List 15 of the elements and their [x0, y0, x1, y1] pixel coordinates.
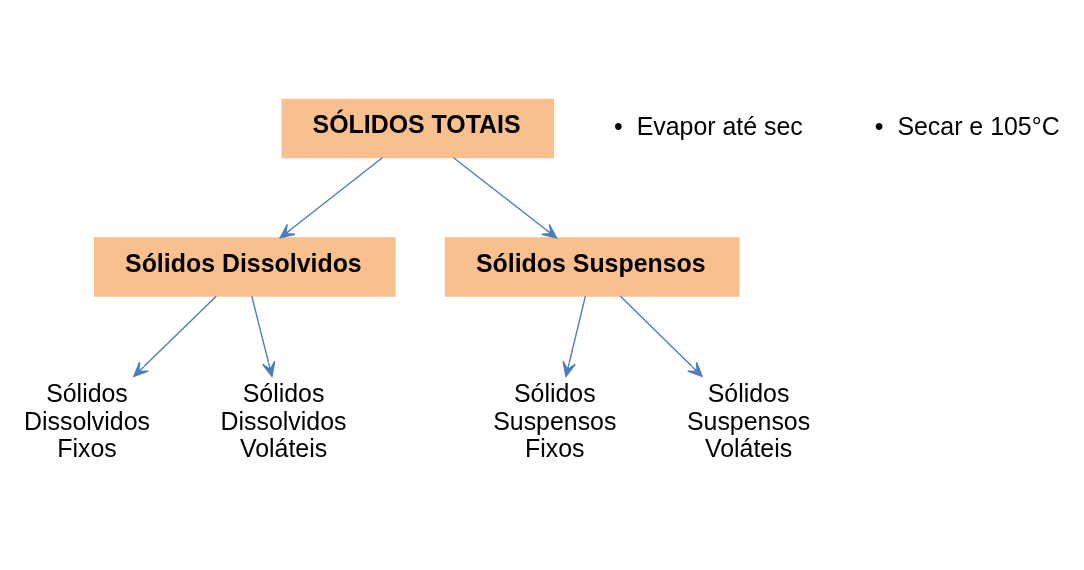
node-text: Sólidos Suspensos Fixos: [493, 378, 617, 463]
node-text: Sólidos Suspensos Voláteis: [686, 378, 811, 463]
node-box: SÓLIDOS TOTAIS: [281, 98, 555, 159]
arrow: [251, 295, 276, 377]
label: • Secar e 105°C: [874, 111, 1060, 140]
label: • Evapor até sec: [614, 111, 803, 140]
node-text: Sólidos Dissolvidos Voláteis: [220, 378, 347, 463]
arrow: [562, 295, 587, 377]
node-box: Sólidos Suspensos: [444, 237, 740, 297]
node-text: Sólidos Dissolvidos Fixos: [24, 378, 150, 463]
arrow: [133, 295, 217, 377]
arrow: [452, 157, 558, 239]
node-box: Sólidos Dissolvidos: [93, 237, 396, 297]
arrow: [279, 157, 384, 239]
arrow: [619, 295, 703, 377]
